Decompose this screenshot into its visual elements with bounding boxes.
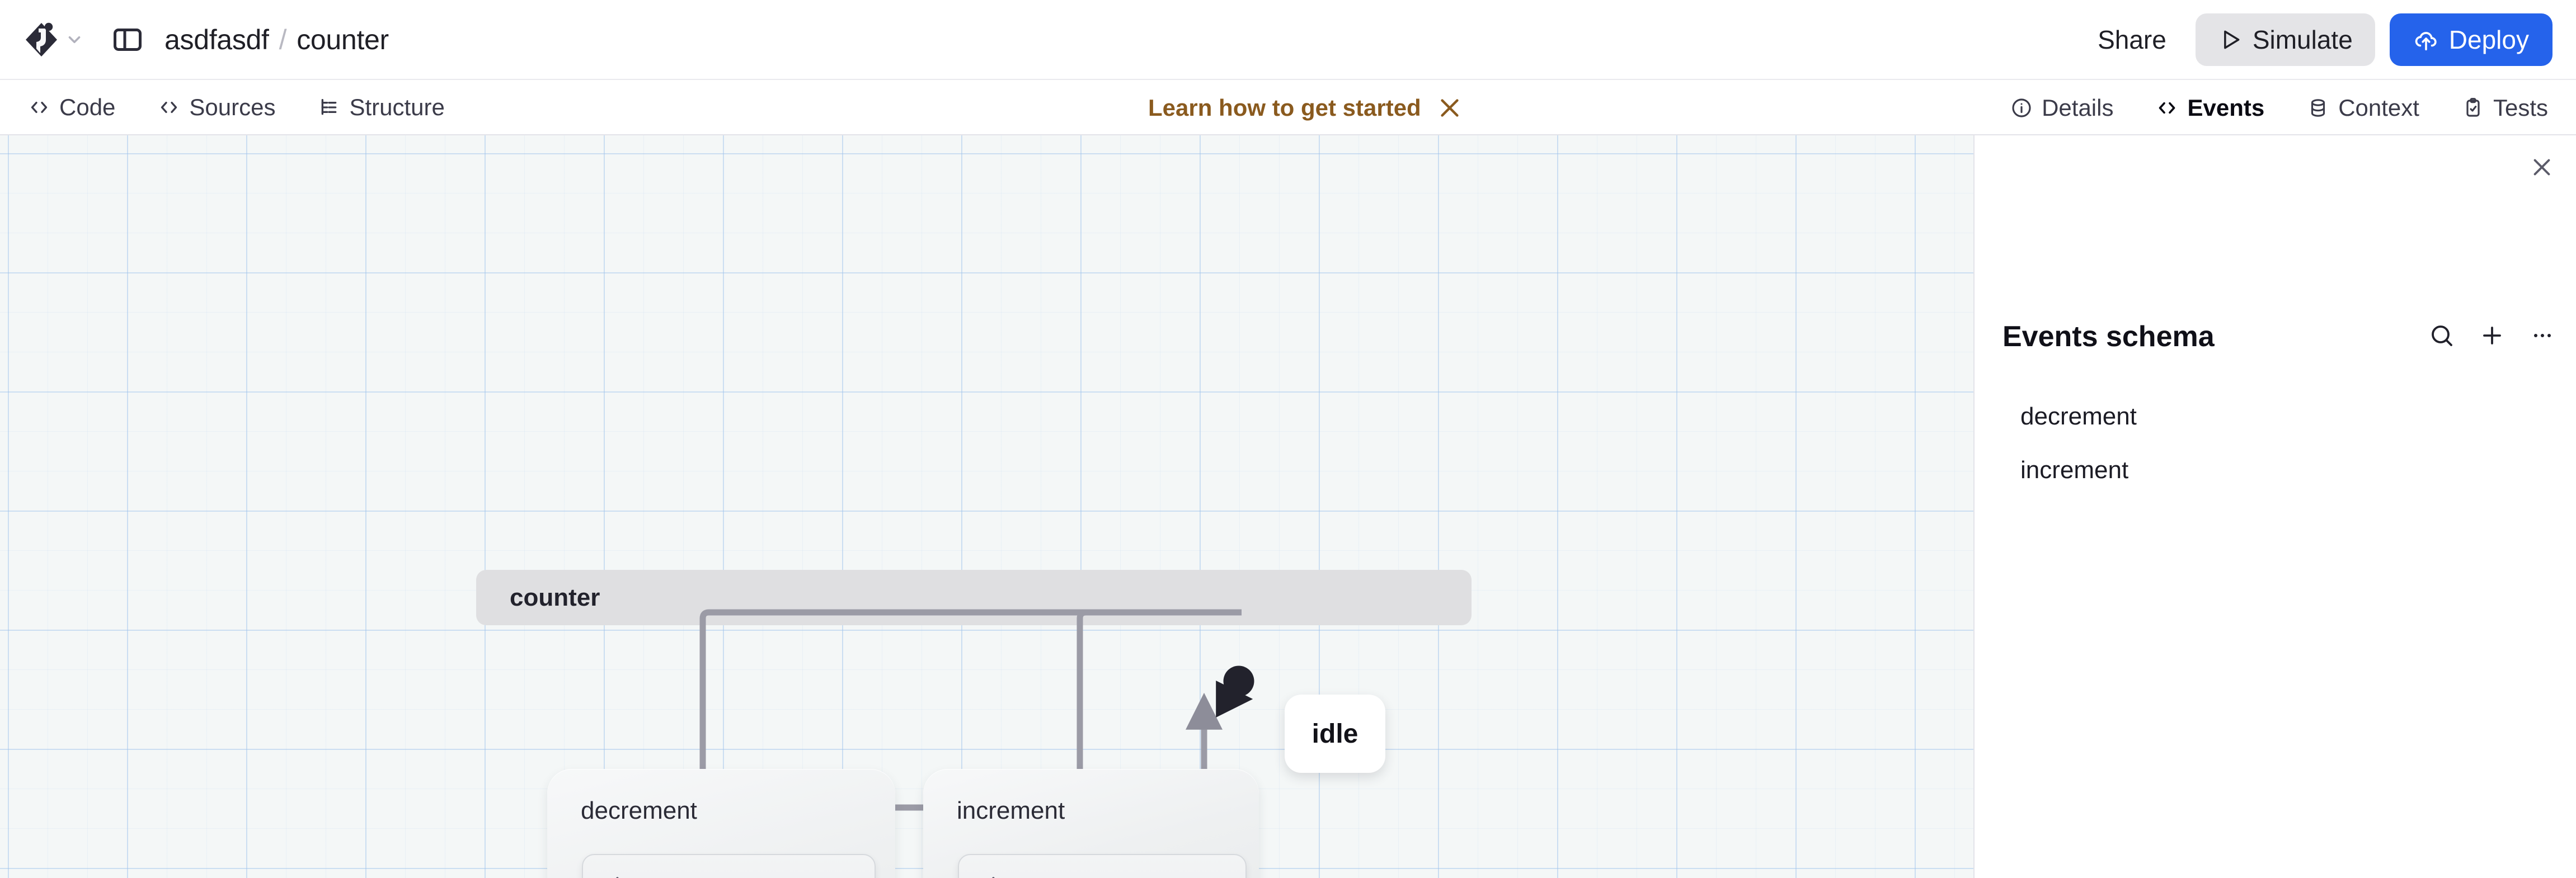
statechart-canvas[interactable]: counter decrement — [0, 135, 1973, 878]
action-chip-incrementCount[interactable]: incrementCount — [958, 854, 1247, 878]
left-tab-group: Code Sources Structure — [0, 87, 454, 128]
state-node-increment[interactable]: increment incrementCount — [923, 769, 1259, 878]
clipboard-check-icon — [2462, 97, 2484, 119]
play-triangle-icon — [2218, 27, 2243, 52]
right-tab-group: Details Events Context — [2001, 80, 2557, 135]
initial-state-dot-icon — [1223, 665, 1254, 697]
simulate-button[interactable]: Simulate — [2195, 13, 2375, 66]
tab-sources-label: Sources — [189, 93, 276, 120]
events-panel-actions — [2428, 322, 2556, 352]
tab-code[interactable]: Code — [19, 87, 124, 128]
tab-structure-label: Structure — [349, 93, 445, 120]
deploy-label: Deploy — [2448, 25, 2529, 54]
breadcrumb-project[interactable]: counter — [297, 23, 389, 55]
share-button[interactable]: Share — [2083, 15, 2181, 65]
database-icon — [2307, 97, 2329, 119]
tab-code-label: Code — [59, 93, 116, 120]
events-panel-title: Events schema — [2002, 320, 2215, 353]
breadcrumb-separator: / — [279, 23, 287, 55]
state-node-decrement-title: decrement — [581, 797, 697, 824]
code-brackets-icon — [158, 96, 180, 119]
tab-events-label: Events — [2187, 94, 2265, 121]
info-circle-icon — [2010, 97, 2033, 119]
org-switcher[interactable] — [23, 20, 84, 60]
plus-icon[interactable] — [2479, 322, 2506, 352]
ellipsis-icon[interactable] — [2529, 322, 2556, 352]
transition-edges-layer — [699, 609, 1253, 833]
top-bar-actions: Share Simulate Deploy — [2083, 13, 2553, 66]
machine-name-label: counter — [510, 583, 600, 611]
tab-context[interactable]: Context — [2298, 88, 2428, 128]
event-name-label: decrement — [2020, 403, 2137, 430]
breadcrumb: asdfasdf / counter — [164, 23, 389, 56]
stately-logo-icon — [23, 20, 59, 60]
deploy-button[interactable]: Deploy — [2389, 13, 2553, 66]
list-item[interactable]: increment — [2002, 443, 2556, 497]
events-panel: Events schema decrement in — [1973, 135, 2576, 878]
search-icon[interactable] — [2428, 322, 2455, 352]
code-brackets-icon — [28, 96, 50, 119]
lightning-bolt-icon — [600, 875, 629, 878]
get-started-banner: Learn how to get started — [1148, 80, 1463, 135]
cloud-upload-icon — [2413, 27, 2439, 53]
tab-details-label: Details — [2042, 94, 2114, 121]
code-brackets-icon — [2156, 97, 2178, 119]
top-bar: asdfasdf / counter Share Simulate Deploy — [0, 0, 2576, 80]
tab-events[interactable]: Events — [2147, 88, 2273, 128]
tab-details[interactable]: Details — [2001, 88, 2122, 128]
events-panel-header: Events schema — [2002, 320, 2556, 353]
tab-tests[interactable]: Tests — [2453, 88, 2557, 128]
lightning-bolt-icon — [976, 875, 1005, 878]
action-chip-incrementCount-label: incrementCount — [1018, 876, 1207, 878]
state-node-idle[interactable]: idle — [1285, 695, 1385, 773]
machine-root-header[interactable]: counter — [476, 570, 1472, 625]
breadcrumb-org[interactable]: asdfasdf — [164, 23, 269, 55]
action-chip-decrementCount[interactable]: decrementCount — [582, 854, 876, 878]
state-node-decrement[interactable]: decrement decrementCount New action — [547, 769, 895, 878]
tree-structure-icon — [318, 96, 340, 119]
simulate-label: Simulate — [2252, 25, 2353, 54]
close-x-icon[interactable] — [1437, 95, 1463, 121]
state-node-idle-label: idle — [1311, 719, 1358, 749]
chevron-down-icon[interactable] — [65, 30, 84, 49]
secondary-toolbar: Code Sources Structure Learn how to get … — [0, 80, 2576, 135]
sidebar-panel-toggle-icon[interactable] — [111, 23, 144, 56]
action-chip-decrementCount-label: decrementCount — [642, 876, 838, 878]
state-node-increment-title: increment — [957, 797, 1065, 824]
tab-sources[interactable]: Sources — [149, 87, 284, 128]
events-schema-list: decrement increment — [2002, 390, 2556, 497]
tab-structure[interactable]: Structure — [309, 87, 453, 128]
tab-context-label: Context — [2338, 94, 2419, 121]
learn-how-to-get-started-link[interactable]: Learn how to get started — [1148, 94, 1421, 121]
list-item[interactable]: decrement — [2002, 390, 2556, 443]
tab-tests-label: Tests — [2493, 94, 2548, 121]
event-name-label: increment — [2020, 456, 2129, 484]
